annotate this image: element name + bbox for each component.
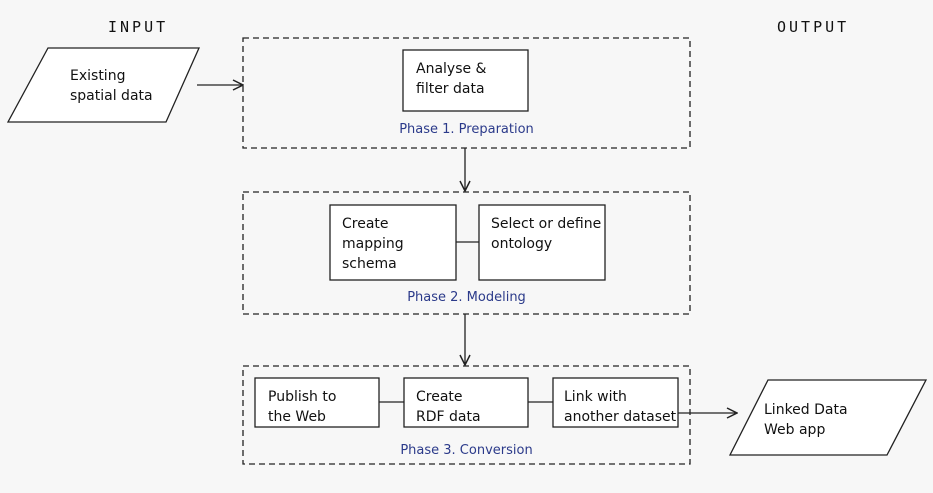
step-publish-label: Publish to the Web [268,389,337,425]
input-heading: INPUT [108,18,169,36]
step-box-ontology [478,204,606,281]
phase-1-label: Phase 1. Preparation [399,122,534,137]
phase-2-label: Phase 2. Modeling [407,290,526,305]
phase-3-label: Phase 3. Conversion [400,443,533,458]
output-heading: OUTPUT [777,18,850,36]
phase-3-container [242,365,691,465]
input-node-label: Existing spatial data [70,68,153,104]
phase-1-container [242,37,691,149]
phase-2-container [242,191,691,315]
output-node-shape [728,379,928,456]
step-analyse-label: Analyse & filter data [416,61,487,97]
step-box-analyse [402,49,529,112]
step-mapping-schema-label: Create mapping schema [342,216,404,272]
output-node-label: Linked Data Web app [764,402,848,438]
step-rdf-label: Create RDF data [416,389,481,425]
input-node-shape [6,47,201,123]
step-box-link [552,377,679,428]
step-link-label: Link with another dataset [564,389,677,425]
step-ontology-label: Select or define ontology [491,216,602,252]
step-box-mapping-schema [329,204,457,281]
